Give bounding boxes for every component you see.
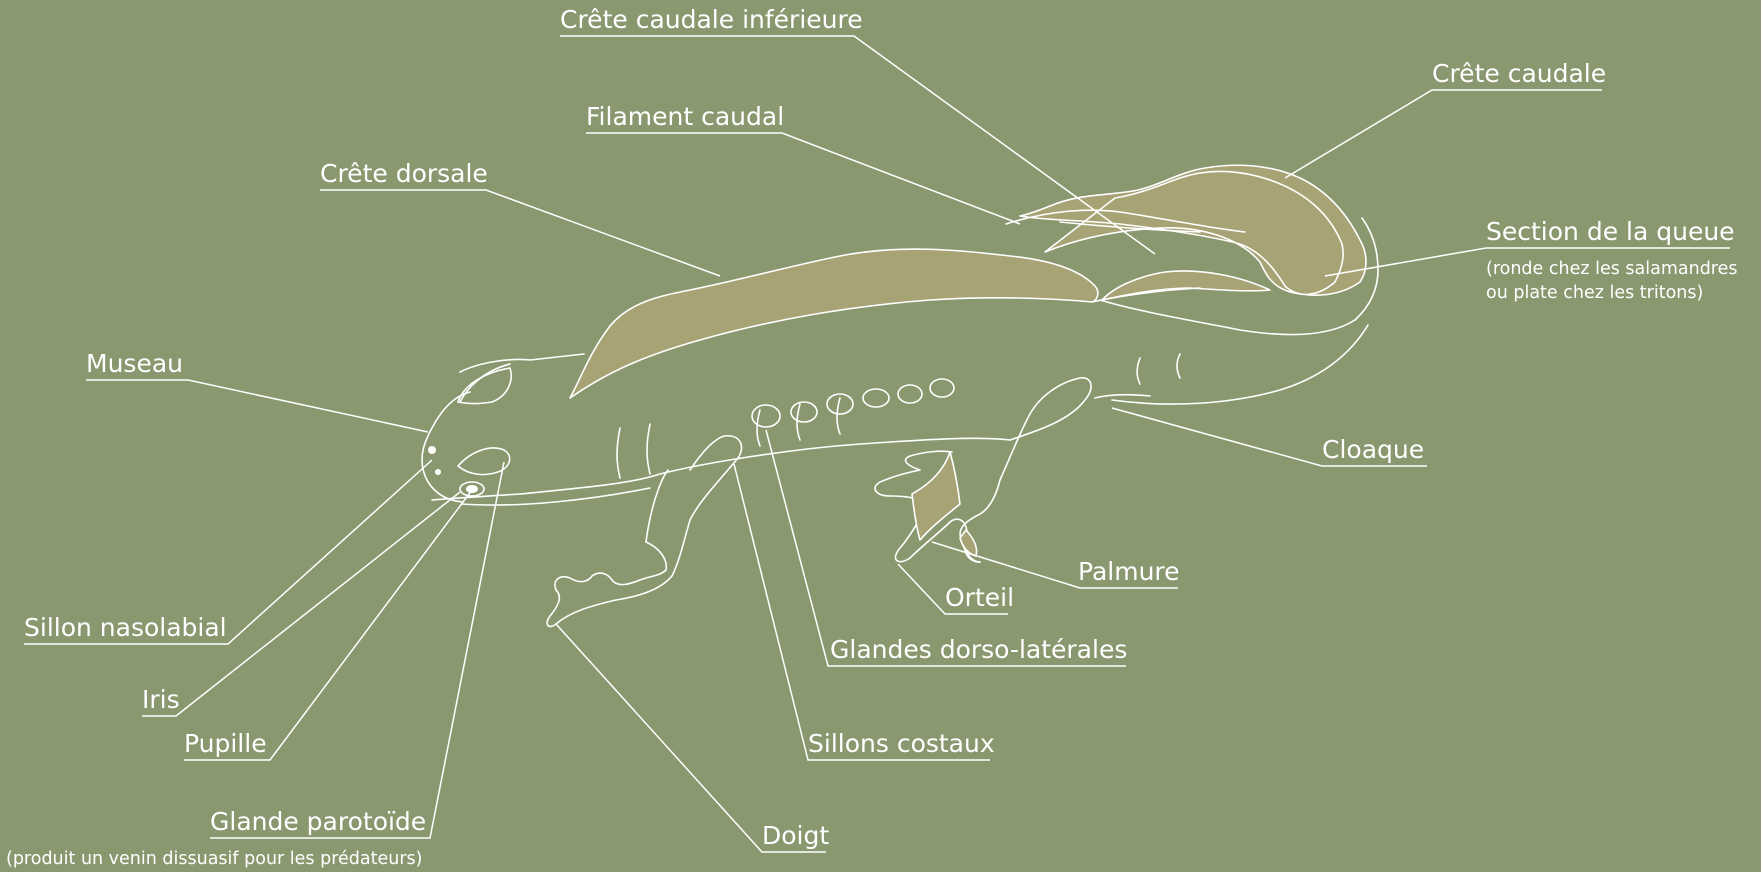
label-crete-caudale-inferieure: Crête caudale inférieure <box>560 5 863 34</box>
label-glande-parotoide: Glande parotoïde <box>210 807 426 836</box>
costal-groove-5 <box>837 398 840 434</box>
leader-museau <box>86 380 428 432</box>
back-outline <box>460 354 584 372</box>
label-palmure: Palmure <box>1078 557 1180 586</box>
costal-groove-2 <box>647 424 650 474</box>
front-foot-digits <box>547 542 666 626</box>
dorsolateral-gland-2 <box>791 402 817 422</box>
labels: Crête caudale inférieure Crête caudale F… <box>6 5 1738 869</box>
label-doigt: Doigt <box>762 821 829 850</box>
label-crete-caudale: Crête caudale <box>1432 59 1606 88</box>
hind-leg <box>960 378 1091 562</box>
leader-crete-dorsale <box>320 190 720 276</box>
snout <box>428 392 470 436</box>
leader-pupille <box>184 490 472 760</box>
toe-webbing <box>912 452 960 540</box>
dorsal-crest <box>570 249 1098 398</box>
costal-groove-6 <box>1137 358 1140 384</box>
dorsolateral-gland-6 <box>930 379 954 397</box>
leader-glande-parotoide <box>210 462 504 838</box>
label-section-queue-note-2: ou plate chez les tritons) <box>1486 283 1703 303</box>
salamander-figure <box>422 165 1378 626</box>
front-leg-back <box>646 470 668 542</box>
costal-groove-3 <box>757 410 760 446</box>
label-glandes-dorso-laterales: Glandes dorso-latérales <box>830 635 1127 664</box>
eye-lid <box>458 368 511 404</box>
leader-iris <box>142 492 460 716</box>
dorsolateral-gland-1 <box>752 405 780 427</box>
label-crete-dorsale: Crête dorsale <box>320 159 488 188</box>
leader-crete-caudale <box>1285 90 1602 178</box>
label-cloaque: Cloaque <box>1322 435 1424 464</box>
cloaca-shape <box>1095 395 1150 398</box>
tail-underside <box>1112 325 1368 404</box>
head-front <box>422 436 462 502</box>
dorsolateral-gland-5 <box>898 385 922 403</box>
label-orteil: Orteil <box>945 583 1014 612</box>
costal-groove-7 <box>1177 354 1180 378</box>
label-iris: Iris <box>142 685 180 714</box>
label-sillons-costaux: Sillons costaux <box>808 729 995 758</box>
eye-pupil <box>466 485 478 493</box>
dorsolateral-gland-3 <box>827 394 853 414</box>
label-pupille: Pupille <box>184 729 267 758</box>
nostril-lower <box>435 469 441 475</box>
nostril-upper <box>428 446 436 454</box>
label-glande-parotoide-note: (produit un venin dissuasif pour les pré… <box>6 849 423 869</box>
leader-filament-caudal <box>586 133 1020 224</box>
label-sillon-nasolabial: Sillon nasolabial <box>24 613 227 642</box>
costal-groove-1 <box>617 428 620 478</box>
label-filament-caudal: Filament caudal <box>586 102 784 131</box>
label-section-queue-note-1: (ronde chez les salamandres <box>1486 259 1738 279</box>
label-section-queue: Section de la queue <box>1486 217 1735 246</box>
leader-doigt <box>556 624 826 852</box>
leader-crete-caudale-inferieure <box>560 36 1155 254</box>
dorsolateral-gland-4 <box>863 389 889 407</box>
label-museau: Museau <box>86 349 183 378</box>
